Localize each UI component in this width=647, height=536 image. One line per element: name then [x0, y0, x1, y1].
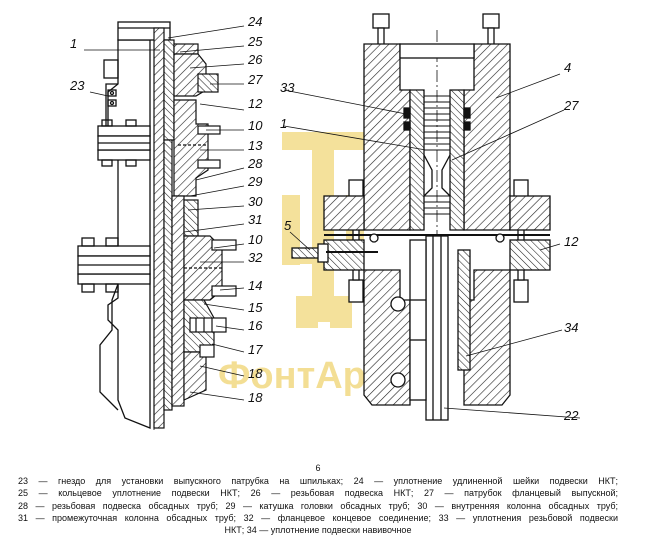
callout-25: 25	[247, 34, 263, 49]
left-section-view	[77, 21, 171, 430]
callout-28: 28	[247, 156, 263, 171]
callout-10-upper: 10	[248, 118, 263, 133]
callout-29: 29	[247, 174, 262, 189]
callout-23: 23	[69, 78, 85, 93]
legend-line-1: 23 — гнездо для установки выпускного пат…	[18, 476, 618, 487]
right-section-view	[291, 13, 551, 421]
legend-line-5: НКТ; 34 — уплотнение подвески навивочное	[224, 525, 412, 536]
callout-34: 34	[564, 320, 578, 335]
leader-lines	[84, 25, 581, 419]
callout-1-left: 1	[70, 36, 77, 51]
callout-32: 32	[248, 250, 263, 265]
callout-labels: 1 23 24 25 26 27 12 10 13 28 29 30 31 10…	[69, 14, 579, 423]
callout-1-right: 1	[280, 116, 287, 131]
callout-27-right: 27	[563, 98, 579, 113]
left-cut-section	[153, 27, 237, 429]
callout-33: 33	[280, 80, 295, 95]
callout-31: 31	[248, 212, 262, 227]
figure-number: 6	[315, 463, 321, 473]
callout-18: 18	[248, 390, 263, 405]
callout-26: 26	[247, 52, 263, 67]
callout-13-lower: 14	[248, 278, 262, 293]
callout-30: 30	[248, 194, 263, 209]
callout-24: 24	[247, 14, 262, 29]
callout-5: 5	[284, 218, 292, 233]
callout-27-left: 27	[247, 72, 263, 87]
callout-16: 17	[248, 342, 263, 357]
legend-line-2: 25 — кольцевое уплотнение подвески НКТ; …	[18, 488, 618, 499]
callout-22-right: 22	[563, 408, 579, 423]
wellhead-drawing: ФонтАрм	[69, 13, 581, 430]
legend-line-3: 28 — резьбовая подвеска обсадных труб; 2…	[18, 500, 618, 511]
figure-caption: 6 23 — гнездо для установки выпускного п…	[18, 462, 618, 536]
callout-10-lower: 10	[248, 232, 263, 247]
callout-11: 12	[564, 234, 579, 249]
callout-4: 4	[564, 60, 571, 75]
callout-22-left: 12	[248, 96, 263, 111]
callout-14: 15	[248, 300, 263, 315]
legend-line-4: 31 — промежуточная колонна обсадных труб…	[18, 512, 618, 523]
callout-15: 16	[248, 318, 263, 333]
callout-17: 18	[248, 366, 263, 381]
callout-13-upper: 13	[248, 138, 263, 153]
